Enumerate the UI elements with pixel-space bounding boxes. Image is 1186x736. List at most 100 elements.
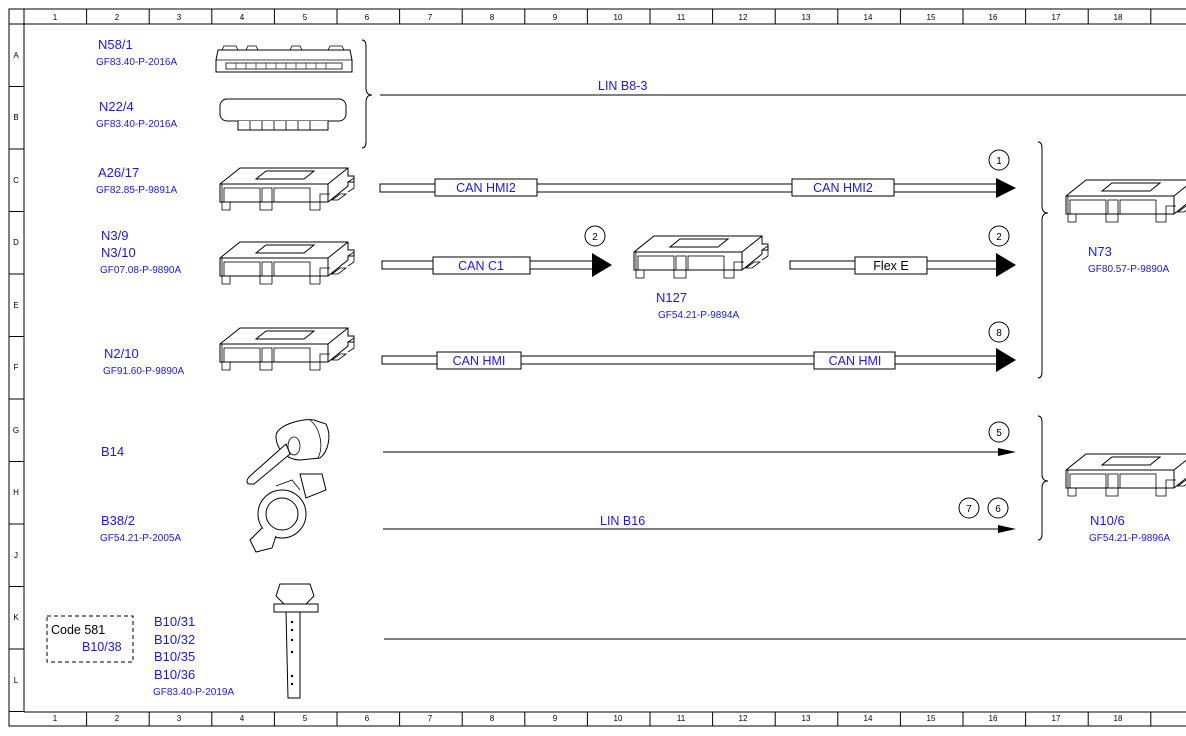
grid-row: K — [13, 613, 19, 622]
b38-2-ref: GF54.21-P-2005A — [100, 533, 181, 544]
marker-2a — [584, 225, 606, 247]
grid-col: 13 — [802, 13, 811, 22]
lin-b16-label: LIN B16 — [600, 514, 645, 528]
marker-8 — [988, 321, 1010, 343]
code-581-box — [46, 615, 134, 663]
n10-6-brace — [1037, 415, 1049, 541]
grid-col: 8 — [490, 13, 495, 22]
b38-2-label: B38/2 — [101, 513, 135, 528]
grid-col: 2 — [115, 714, 120, 723]
b10-ref: GF83.40-P-2019A — [153, 687, 234, 698]
grid-col: 14 — [864, 714, 873, 723]
grid-row: A — [13, 51, 19, 60]
grid-row: C — [13, 176, 19, 185]
b10-sensor-icon — [273, 583, 319, 699]
n58-1-ref: GF83.40-P-2016A — [96, 57, 177, 68]
lin-b8-3-brace — [361, 39, 373, 149]
row-ticks — [9, 86, 24, 712]
grid-col: 16 — [989, 714, 998, 723]
marker-7 — [958, 497, 980, 519]
lin-b8-3-label: LIN B8-3 — [598, 79, 647, 93]
grid-col: 10 — [614, 13, 623, 22]
grid-col: 7 — [428, 714, 433, 723]
grid-row: F — [14, 363, 19, 372]
n22-4-panel-icon — [219, 98, 347, 131]
n10-6-module-icon — [1065, 453, 1186, 497]
grid-row: L — [14, 676, 19, 685]
can-hmi2-label-2: CAN HMI2 — [813, 181, 873, 195]
n58-1-label: N58/1 — [98, 37, 133, 52]
grid-row: H — [13, 488, 19, 497]
code-581-label: Code 581 — [51, 623, 105, 637]
grid-col: 3 — [177, 714, 182, 723]
code-581-ref: B10/38 — [82, 640, 122, 654]
grid-row-labels: A B C D E F G H J K L — [13, 51, 19, 685]
grid-row: E — [13, 301, 18, 310]
grid-col: 13 — [802, 714, 811, 723]
b10-36-label: B10/36 — [154, 667, 195, 682]
can-hmi-label-box-2 — [813, 351, 896, 370]
n73-brace — [1037, 141, 1049, 379]
a26-17-ref: GF82.85-P-9891A — [96, 185, 177, 196]
marker-1 — [988, 149, 1010, 171]
grid-col: 1 — [53, 13, 58, 22]
n127-module-icon — [633, 235, 769, 279]
can-hmi-label-1: CAN HMI — [453, 354, 506, 368]
grid-col: 5 — [303, 13, 308, 22]
grid-col: 1 — [53, 714, 58, 723]
grid-col: 3 — [177, 13, 182, 22]
n73-ref: GF80.57-P-9890A — [1088, 264, 1169, 275]
grid-col: 14 — [864, 13, 873, 22]
grid-column-labels-bottom: 1 2 3 4 5 6 7 8 9 10 11 12 13 14 15 16 1… — [53, 714, 1123, 723]
b10-31-label: B10/31 — [154, 614, 195, 629]
marker-6 — [987, 497, 1009, 519]
n22-4-ref: GF83.40-P-2016A — [96, 119, 177, 130]
marker-8-text: 8 — [996, 328, 1002, 339]
grid-row: B — [13, 113, 18, 122]
grid-col: 6 — [365, 13, 370, 22]
n2-10-ref: GF91.60-P-9890A — [103, 366, 184, 377]
n3-10-label: N3/10 — [101, 245, 136, 260]
marker-7-text: 7 — [966, 504, 972, 515]
n127-label: N127 — [656, 290, 687, 305]
n22-4-label: N22/4 — [99, 99, 134, 114]
marker-5-text: 5 — [996, 428, 1002, 439]
grid-col: 17 — [1052, 714, 1061, 723]
grid-col: 9 — [553, 13, 558, 22]
can-c1-label: CAN C1 — [458, 259, 504, 273]
grid-col: 11 — [677, 714, 686, 723]
grid-col: 6 — [365, 714, 370, 723]
b14-sensor-icon — [246, 419, 330, 485]
b14-arrow — [998, 448, 1016, 456]
marker-2a-text: 2 — [592, 232, 598, 243]
marker-1-text: 1 — [996, 156, 1002, 167]
b10-32-label: B10/32 — [154, 632, 195, 647]
grid-row: D — [13, 238, 19, 247]
n73-module-icon — [1065, 179, 1186, 223]
grid-col: 10 — [614, 714, 623, 723]
grid-col: 4 — [240, 714, 245, 723]
n3-ref: GF07.08-P-9890A — [100, 265, 181, 276]
marker-6-text: 6 — [995, 504, 1001, 515]
grid-col: 8 — [490, 714, 495, 723]
can-hmi-label-box-1 — [436, 351, 522, 370]
a26-17-label: A26/17 — [98, 165, 139, 180]
can-hmi-arrow — [996, 348, 1016, 372]
can-hmi2-arrow — [996, 178, 1016, 198]
flex-e-arrow — [996, 253, 1016, 277]
grid-row: J — [14, 551, 18, 560]
marker-2b — [988, 225, 1010, 247]
grid-col: 17 — [1052, 13, 1061, 22]
marker-2b-text: 2 — [996, 232, 1002, 243]
grid-col: 7 — [428, 13, 433, 22]
can-hmi-label-2: CAN HMI — [829, 354, 882, 368]
n2-10-label: N2/10 — [104, 346, 139, 361]
grid-col: 18 — [1114, 13, 1123, 22]
column-ticks — [86, 9, 1152, 726]
grid-col: 18 — [1114, 714, 1123, 723]
grid-col: 16 — [989, 13, 998, 22]
can-hmi2-label-1: CAN HMI2 — [456, 181, 516, 195]
marker-5 — [988, 421, 1010, 443]
grid-col: 4 — [240, 13, 245, 22]
